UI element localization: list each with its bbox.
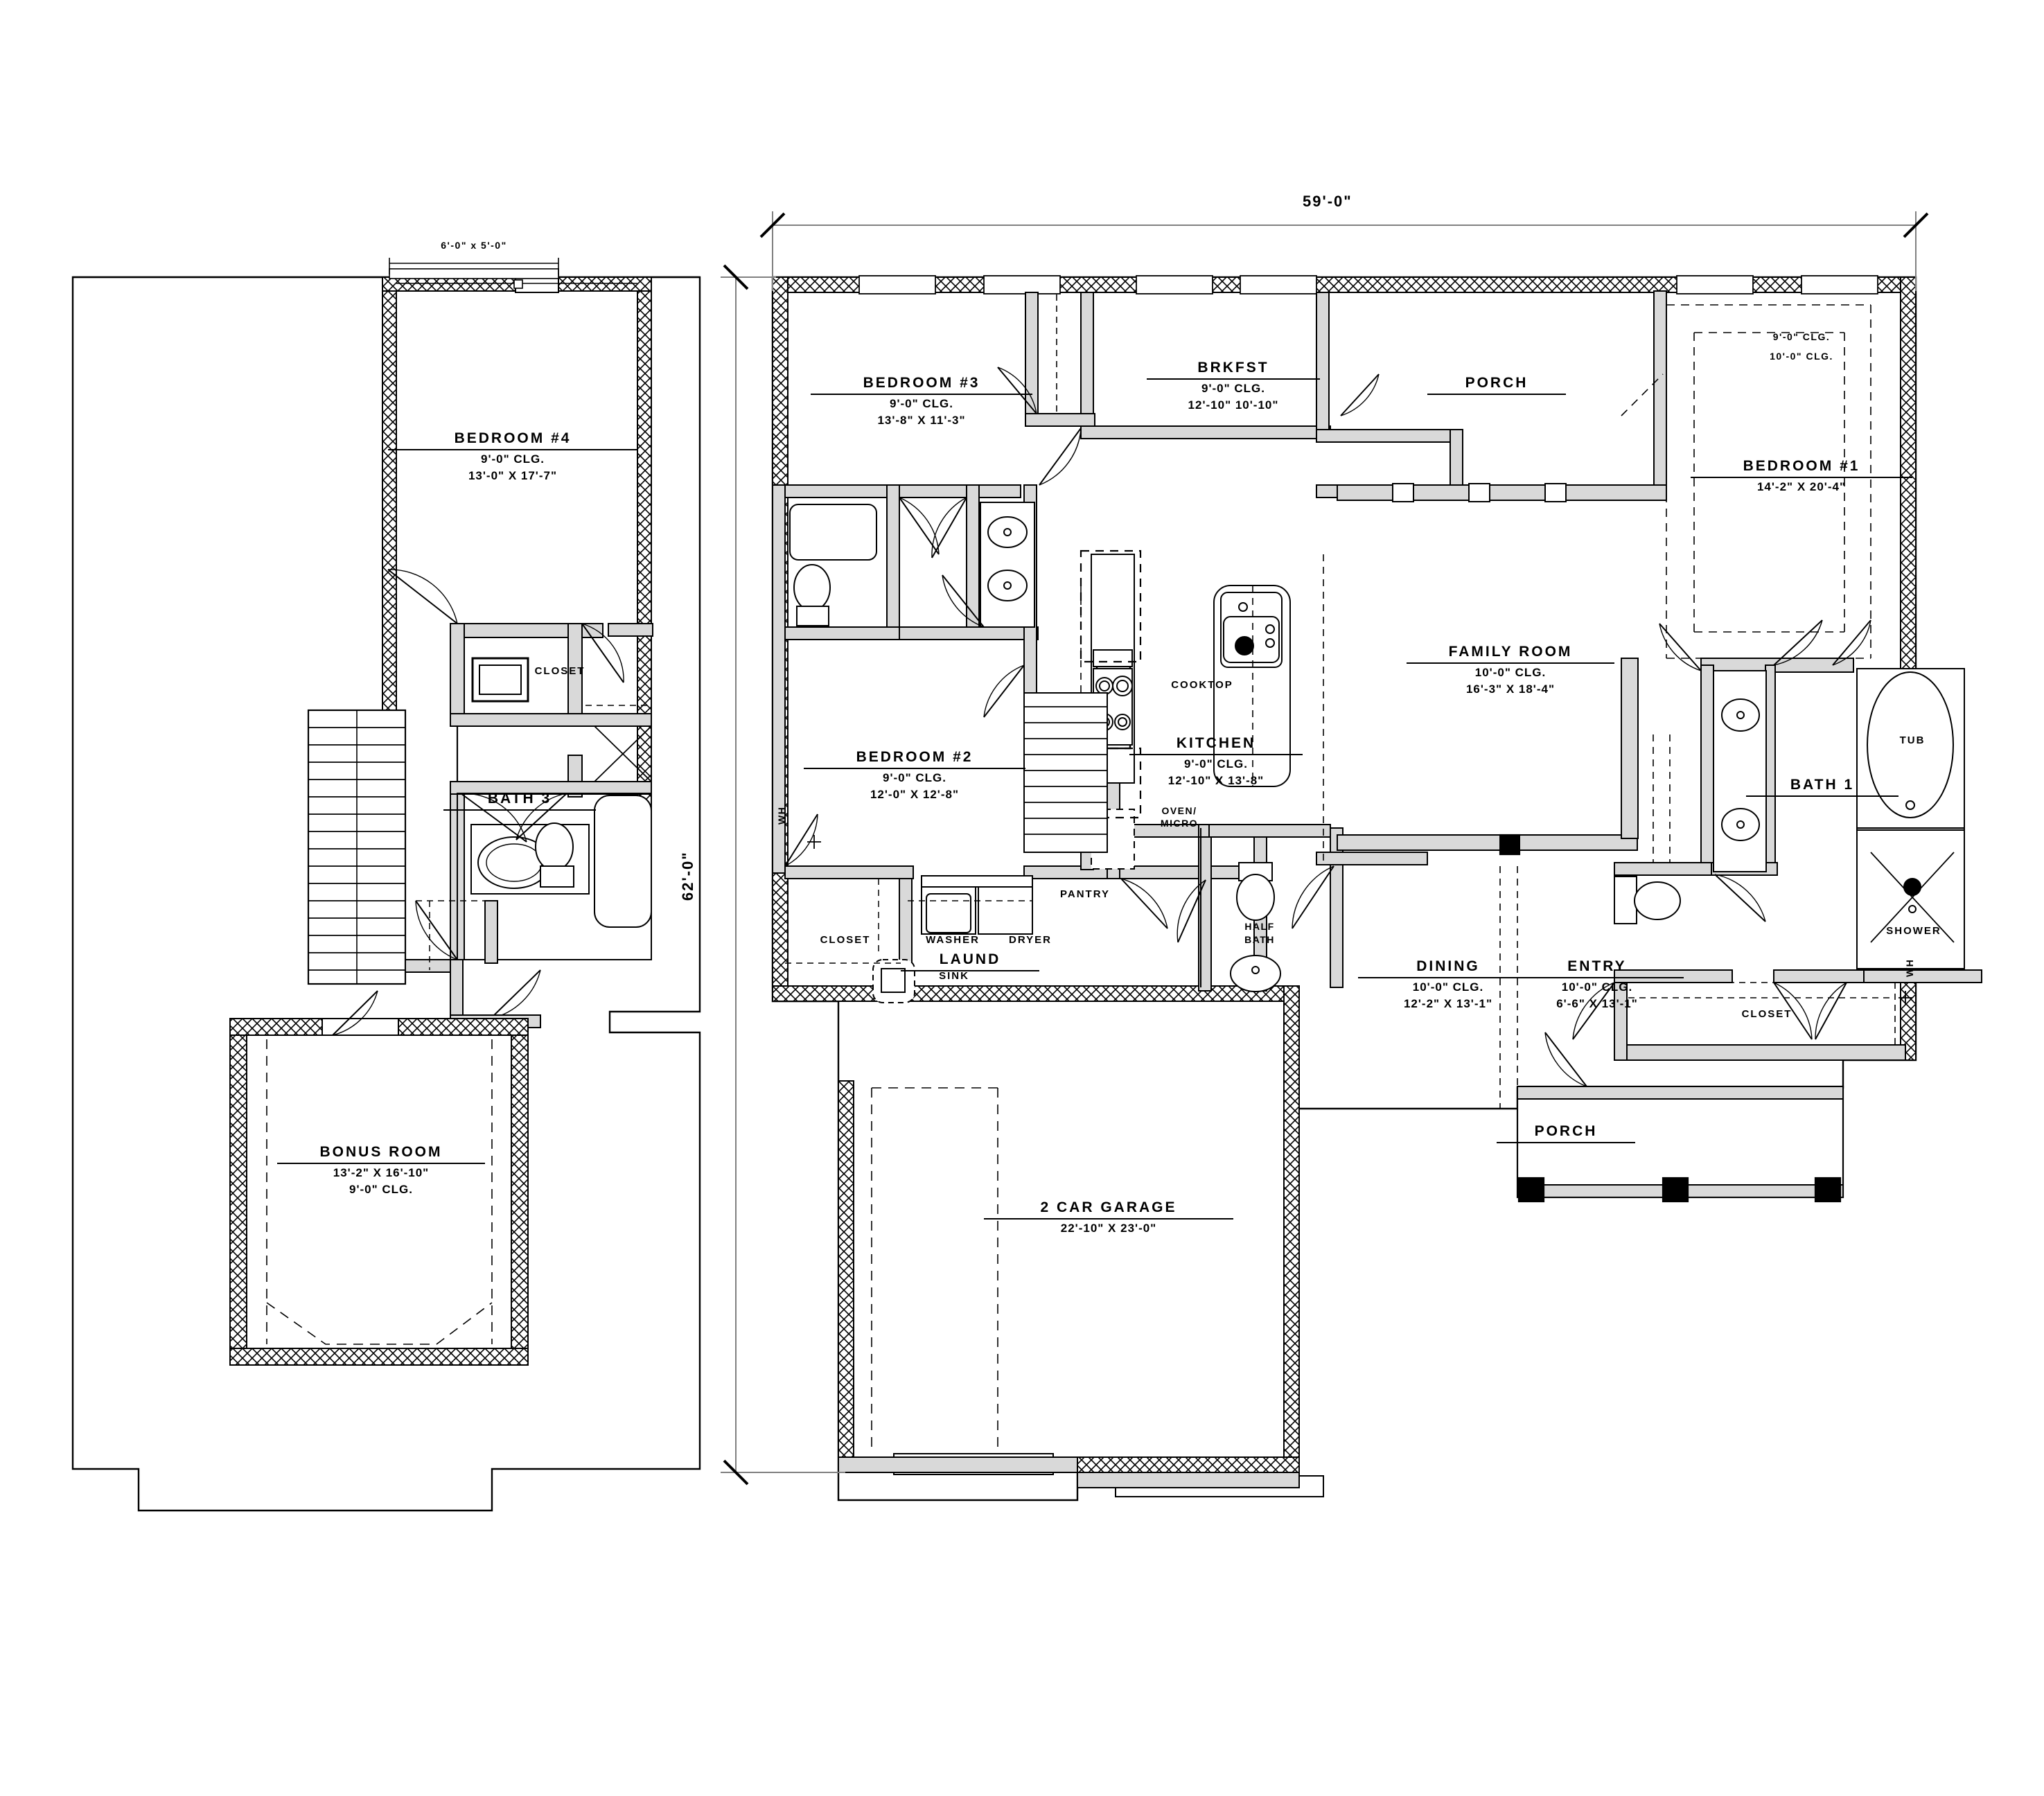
room-label-porch-front: PORCH — [1497, 1122, 1635, 1144]
dimension-upper-window: 6'-0" x 5'-0" — [441, 240, 507, 251]
label-closet-upper: CLOSET — [534, 665, 585, 677]
half-bath-fixtures — [1230, 862, 1281, 992]
interior-stairs — [1023, 692, 1108, 853]
room-label-bedroom-2: BEDROOM #2 9'-0" CLG. 12'-0" X 12'-8" — [804, 748, 1025, 802]
room-label-bedroom-4: BEDROOM #4 9'-0" CLG. 13'-0" X 17'-7" — [388, 430, 637, 483]
room-ceiling: 9'-0" CLG. — [480, 452, 545, 466]
laundry-fixtures — [872, 875, 1033, 1003]
label-sink: SINK — [939, 970, 969, 982]
room-label-entry: ENTRY 10'-0" CLG. 6'-6" X 13'-1" — [1510, 958, 1684, 1011]
room-label-garage: 2 CAR GARAGE 22'-10" X 23'-0" — [984, 1199, 1233, 1236]
label-water-heater-1: WH — [776, 806, 787, 825]
label-cooktop: COOKTOP — [1171, 679, 1233, 691]
room-label-half-bath: HALF BATH — [1244, 921, 1275, 945]
kitchen-fixtures — [1091, 554, 1291, 870]
bonus-room-walls — [229, 1018, 529, 1366]
overall-width-dimension: 59'-0" — [1303, 193, 1353, 210]
dimension-lines — [389, 211, 1929, 1486]
label-closet-bedroom2: CLOSET — [820, 934, 871, 946]
label-master-closet: CLOSET — [1741, 1008, 1792, 1020]
label-shower: SHOWER — [1886, 925, 1941, 937]
room-label-bedroom-3: BEDROOM #3 9'-0" CLG. 13'-8" X 11'-3" — [811, 374, 1032, 428]
label-dryer: DRYER — [1009, 934, 1052, 946]
room-label-bath-1: BATH 1 — [1746, 776, 1898, 798]
room-label-bonus-room: BONUS ROOM 13'-2" X 16'-10" 9'-0" CLG. — [277, 1143, 485, 1197]
stairs-upper — [307, 709, 407, 985]
overall-depth-dimension: 62'-0" — [679, 851, 696, 901]
room-size: 13'-0" X 17'-7" — [468, 468, 558, 482]
room-label-laund: LAUND — [901, 951, 1039, 972]
room-label-porch-rear: PORCH — [1427, 374, 1566, 396]
door-swings — [784, 367, 1871, 1087]
hall-bath-fixtures — [789, 502, 1035, 628]
label-water-heater-2: WH — [1904, 958, 1915, 977]
ceiling-note-bedroom-1-a: 9'-0" CLG. — [1772, 331, 1831, 342]
label-tub: TUB — [1899, 734, 1926, 746]
room-label-kitchen: KITCHEN 9'-0" CLG. 12'-10" X 13'-8" — [1129, 734, 1303, 788]
bath3-fixtures — [456, 657, 652, 928]
label-pantry: PANTRY — [1060, 888, 1110, 900]
room-label-bath-3: BATH 3 — [443, 790, 596, 811]
room-label-bedroom-1: BEDROOM #1 14'-2" X 20'-4" — [1691, 457, 1912, 495]
front-porch — [1516, 1085, 1844, 1203]
room-label-dining: DINING 10'-0" CLG. 12'-2" X 13'-1" — [1358, 958, 1538, 1011]
room-name: BEDROOM #4 — [388, 430, 637, 451]
label-oven-micro: OVEN/ MICRO — [1160, 805, 1199, 829]
room-label-brkfst: BRKFST 9'-0" CLG. 12'-10" 10'-10" — [1147, 359, 1320, 412]
label-washer: WASHER — [926, 934, 980, 946]
ceiling-note-bedroom-1-b: 10'-0" CLG. — [1770, 351, 1833, 362]
room-label-family-room: FAMILY ROOM 10'-0" CLG. 16'-3" X 18'-4" — [1407, 643, 1614, 696]
